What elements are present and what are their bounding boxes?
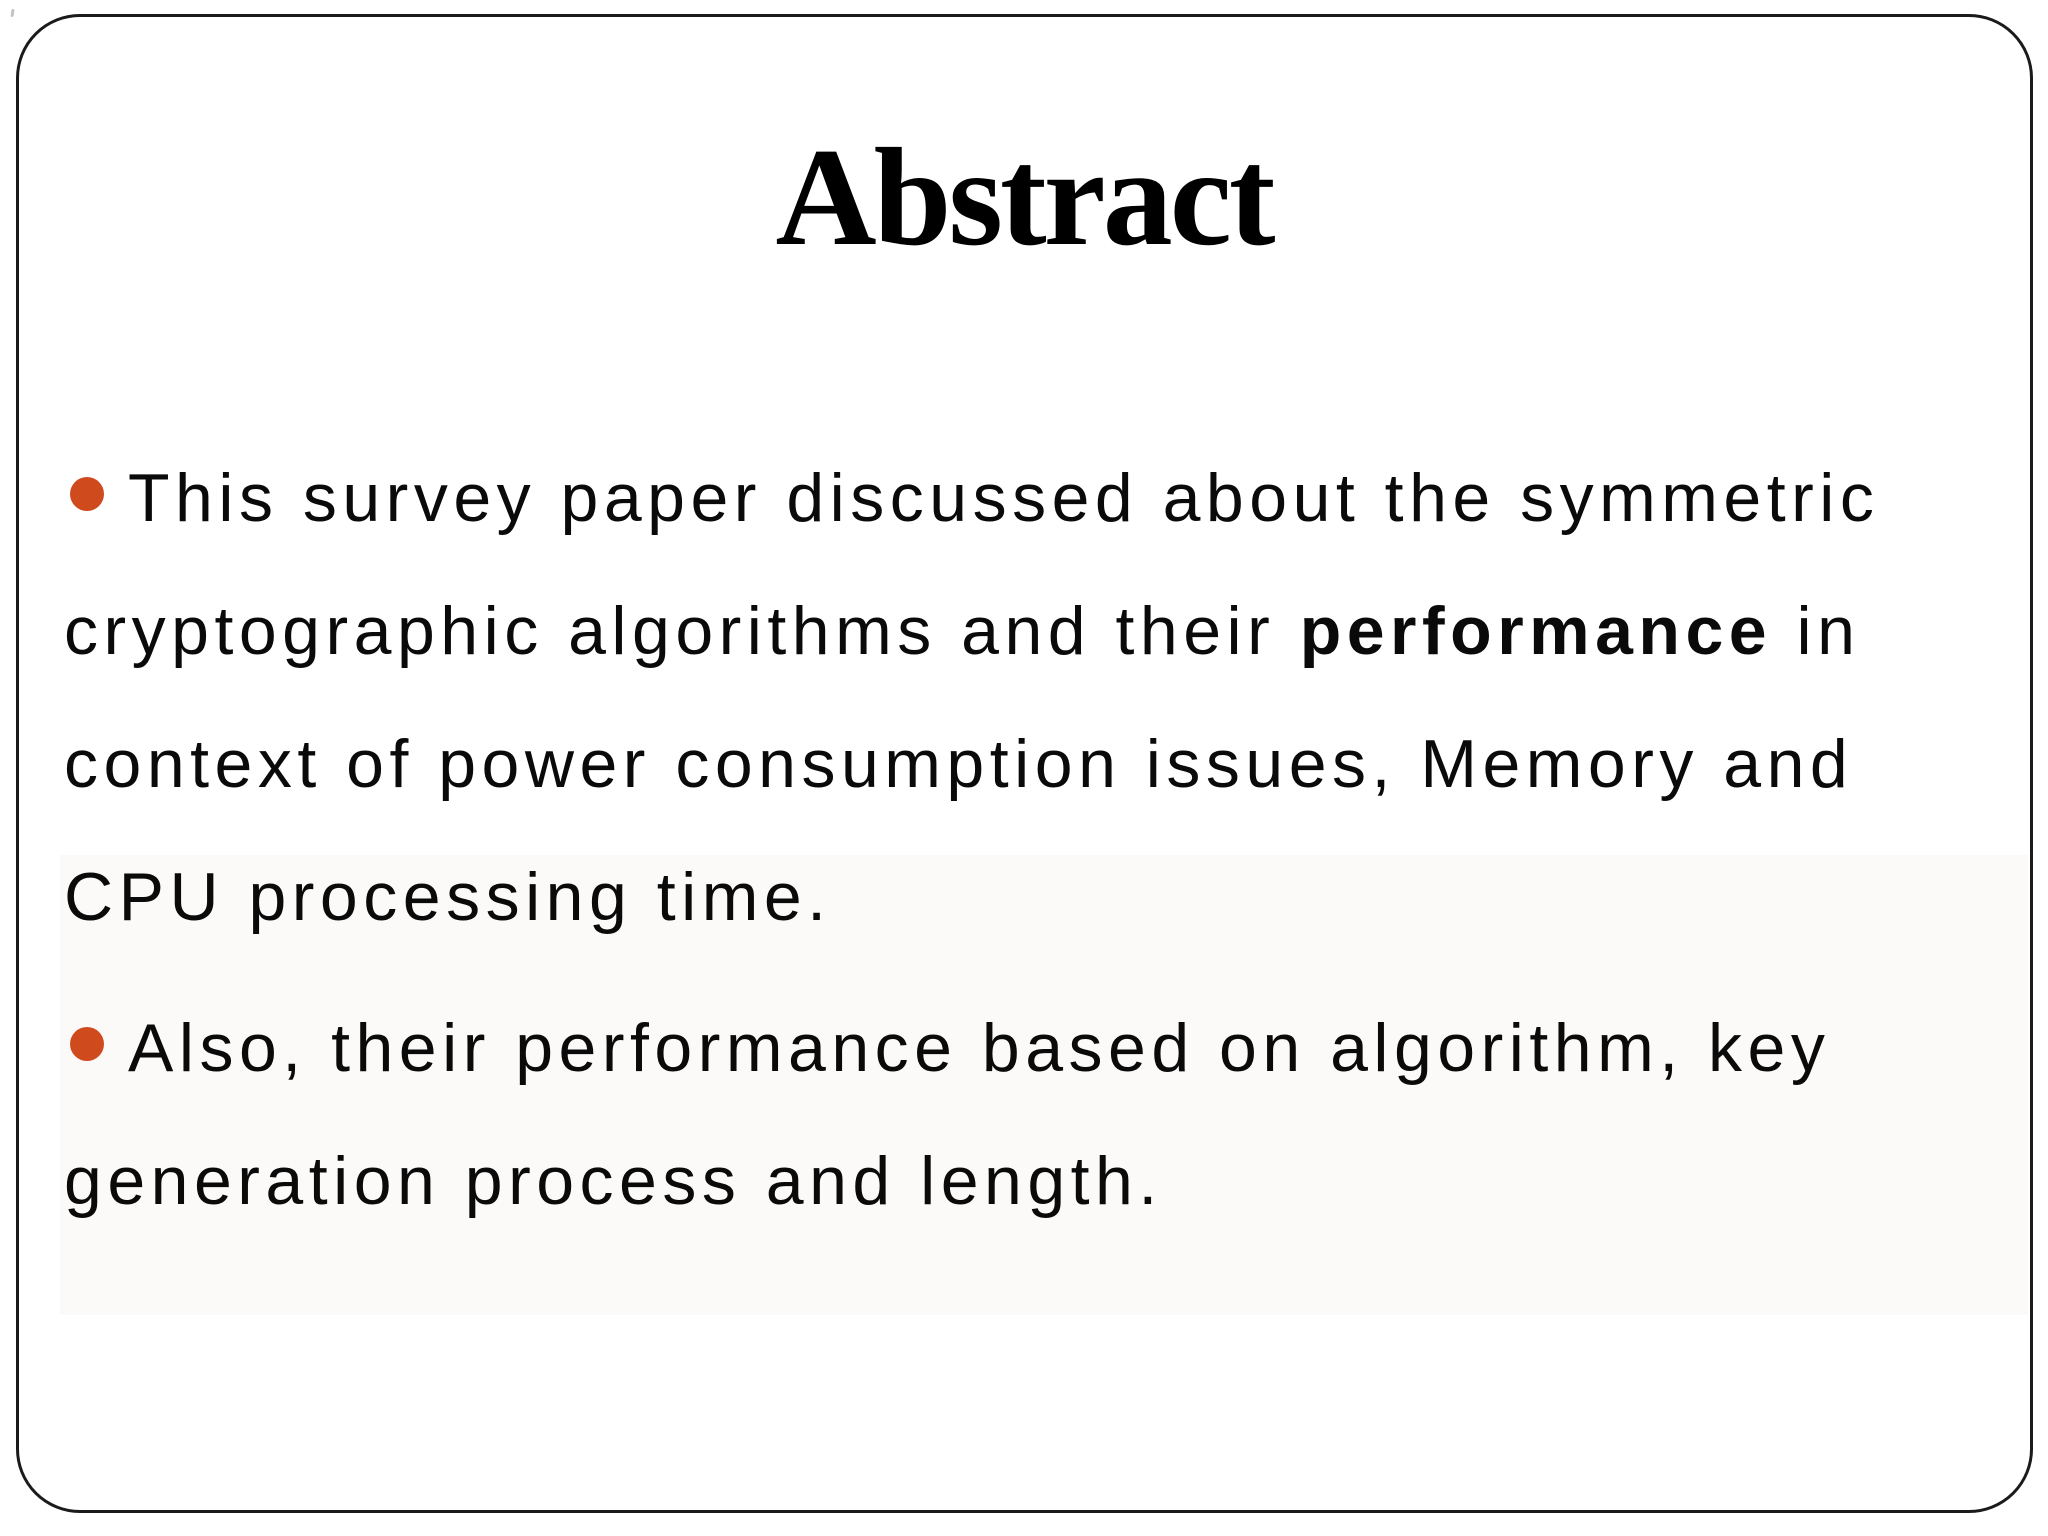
bullet-marker-icon bbox=[70, 1027, 104, 1061]
bullet-marker-icon bbox=[70, 477, 104, 511]
bullet-1-text-end: in context of power consumption issues, … bbox=[64, 593, 1861, 935]
bullet-item-2: Also, their performance based on algorit… bbox=[64, 982, 1944, 1248]
bullet-1-bold-text: performance bbox=[1299, 593, 1773, 669]
bullet-item-1: This survey paper discussed about the sy… bbox=[64, 432, 1944, 964]
slide-body: This survey paper discussed about the sy… bbox=[64, 432, 1944, 1248]
stray-artifact-mark bbox=[10, 8, 15, 18]
bullet-1-text: This survey paper discussed about the sy… bbox=[64, 460, 1880, 669]
lower-background-band bbox=[60, 855, 2028, 1315]
bullet-2-text: Also, their performance based on algorit… bbox=[64, 1010, 1831, 1219]
slide-title: Abstract bbox=[775, 120, 1276, 275]
